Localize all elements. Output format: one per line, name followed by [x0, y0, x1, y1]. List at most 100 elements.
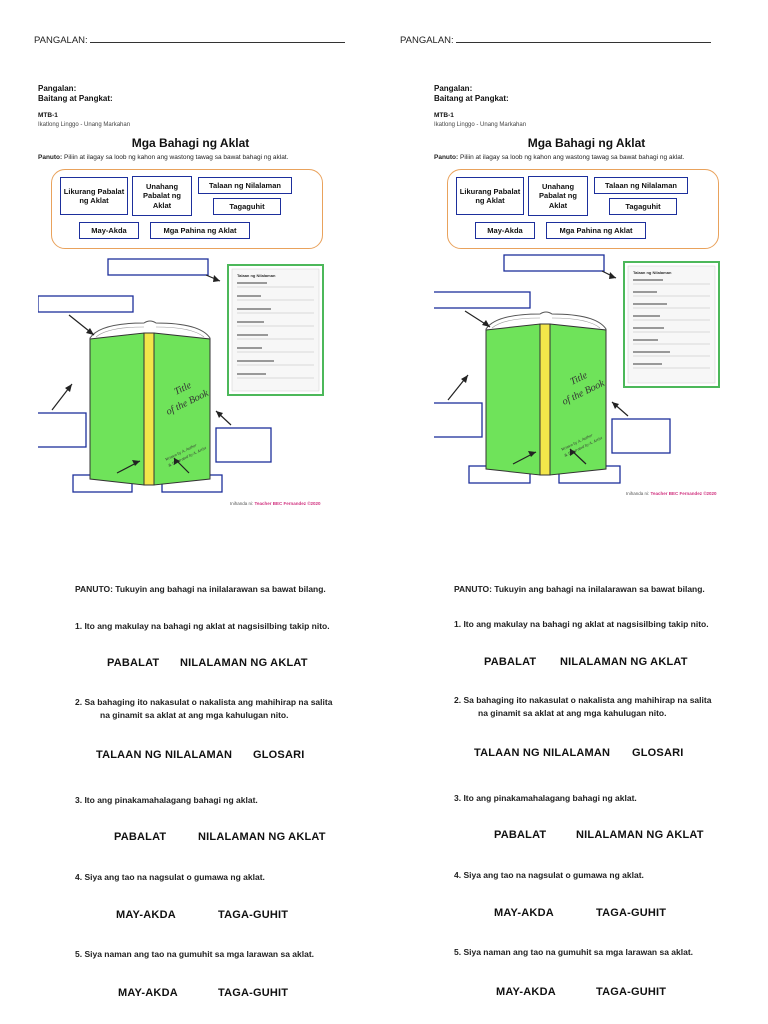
- q1-option-2[interactable]: NILALAMAN NG AKLAT: [560, 656, 688, 668]
- q2-option-1[interactable]: TALAAN NG NILALAMAN: [474, 747, 611, 759]
- book-spine: [143, 332, 155, 486]
- q1-option-1[interactable]: PABALAT: [484, 656, 537, 668]
- word-bank: Likurang Pabalat ng Aklat Unahang Pabala…: [447, 169, 719, 249]
- question-2-line-1: 2. Sa bahaging ito nakasulat o nakalista…: [75, 697, 333, 707]
- q2-option-2[interactable]: GLOSARI: [253, 749, 305, 761]
- question-3: 3. Ito ang pinakamahalagang bahagi ng ak…: [454, 793, 637, 803]
- front-cover: [153, 332, 211, 486]
- name-label: Pangalan:: [38, 84, 77, 93]
- word-bank: Likurang Pabalat ng Aklat Unahang Pabala…: [51, 169, 323, 249]
- word-unahang-pabalat[interactable]: Unahang Pabalat ng Aklat: [132, 176, 192, 216]
- worksheet-title: Mga Bahagi ng Aklat: [131, 136, 250, 150]
- q2-option-2[interactable]: GLOSARI: [632, 747, 684, 759]
- book-diagram: Talaan ng Nilalaman: [38, 258, 324, 493]
- instruction-label: Panuto:: [38, 154, 63, 161]
- question-4: 4. Siya ang tao na nagsulat o gumawa ng …: [75, 872, 265, 882]
- book-spine: [539, 323, 551, 476]
- book-diagram: Talaan ng Nilalaman: [434, 254, 720, 484]
- subject-label: MTB-1: [38, 112, 58, 119]
- q3-option-1[interactable]: PABALAT: [114, 831, 167, 843]
- name-label: Pangalan:: [434, 84, 473, 93]
- answer-box-front-cover[interactable]: [215, 427, 272, 463]
- answer-box-back-cover[interactable]: [434, 402, 483, 438]
- q5-option-1[interactable]: MAY-AKDA: [118, 987, 178, 999]
- grade-label: Baitang at Pangkat:: [38, 94, 113, 103]
- left-copy: PANGALAN: Pangalan: Baitang at Pangkat: …: [34, 34, 345, 999]
- q5-option-1[interactable]: MAY-AKDA: [496, 986, 556, 998]
- worksheet-instruction: Panuto: Piliin at ilagay sa loob ng kaho…: [38, 154, 288, 161]
- credit-prefix: Inihanda ni:: [230, 501, 254, 506]
- word-may-akda[interactable]: May-Akda: [475, 222, 535, 239]
- pangalan-blank[interactable]: [455, 34, 711, 43]
- credit-name: Teacher BEC Fernandez ©2020: [650, 491, 717, 496]
- word-unahang-pabalat[interactable]: Unahang Pabalat ng Aklat: [528, 176, 588, 216]
- instruction-text: Piliin at ilagay sa loob ng kahon ang wa…: [64, 154, 289, 161]
- pangalan-line: PANGALAN:: [34, 34, 345, 46]
- q4-option-2[interactable]: TAGA-GUHIT: [218, 909, 289, 921]
- q1-option-1[interactable]: PABALAT: [107, 657, 160, 669]
- toc-title: Talaan ng Nilalaman: [633, 270, 672, 275]
- question-3: 3. Ito ang pinakamahalagang bahagi ng ak…: [75, 795, 258, 805]
- toc-title: Talaan ng Nilalaman: [237, 273, 276, 278]
- book-illustration: Title of the Book Written by A. Author &…: [485, 311, 607, 476]
- word-talaan-ng-nilalaman[interactable]: Talaan ng Nilalaman: [198, 177, 292, 194]
- instruction-text: Piliin at ilagay sa loob ng kahon ang wa…: [460, 154, 685, 161]
- week-label: Ikatlong Linggo - Unang Markahan: [434, 122, 527, 128]
- grade-label: Baitang at Pangkat:: [434, 94, 509, 103]
- answer-box-toc[interactable]: [503, 254, 605, 272]
- pangalan-label: PANGALAN:: [34, 35, 88, 46]
- q2-option-1[interactable]: TALAAN NG NILALAMAN: [96, 749, 233, 761]
- answer-box-pages[interactable]: [38, 295, 134, 313]
- q3-option-1[interactable]: PABALAT: [494, 829, 547, 841]
- credit-line: Inihanda ni: Teacher BEC Fernandez ©2020: [230, 501, 321, 506]
- quiz-instruction: PANUTO: Tukuyin ang bahagi na inilalaraw…: [75, 584, 326, 594]
- week-label: Ikatlong Linggo - Unang Markahan: [38, 122, 131, 128]
- question-4: 4. Siya ang tao na nagsulat o gumawa ng …: [454, 870, 644, 880]
- q5-option-2[interactable]: TAGA-GUHIT: [218, 987, 289, 999]
- toc-page: Talaan ng Nilalaman: [227, 264, 324, 396]
- word-tagaguhit[interactable]: Tagaguhit: [213, 198, 281, 215]
- quiz-instruction: PANUTO: Tukuyin ang bahagi na inilalaraw…: [454, 584, 705, 594]
- worksheet-title: Mga Bahagi ng Aklat: [527, 136, 646, 150]
- question-2-line-1: 2. Sa bahaging ito nakasulat o nakalista…: [454, 695, 712, 705]
- word-mga-pahina[interactable]: Mga Pahina ng Aklat: [150, 222, 250, 239]
- toc-page: Talaan ng Nilalaman: [623, 261, 720, 388]
- word-talaan-ng-nilalaman[interactable]: Talaan ng Nilalaman: [594, 177, 688, 194]
- front-cover: [549, 323, 607, 476]
- credit-name: Teacher BEC Fernandez ©2020: [254, 501, 321, 506]
- question-1: 1. Ito ang makulay na bahagi ng aklat at…: [454, 619, 709, 629]
- question-2-line-2: na ginamit sa aklat at ang mga kahulugan…: [478, 708, 667, 718]
- word-tagaguhit[interactable]: Tagaguhit: [609, 198, 677, 215]
- question-1: 1. Ito ang makulay na bahagi ng aklat at…: [75, 621, 330, 631]
- q4-option-1[interactable]: MAY-AKDA: [494, 907, 554, 919]
- worksheet: Pangalan: Baitang at Pangkat: MTB-1 Ikat…: [38, 78, 343, 518]
- worksheet: Pangalan: Baitang at Pangkat: MTB-1 Ikat…: [434, 78, 739, 518]
- right-copy: PANGALAN: Pangalan: Baitang at Pangkat: …: [384, 0, 768, 1024]
- instruction-label: Panuto:: [434, 154, 459, 161]
- question-2-line-2: na ginamit sa aklat at ang mga kahulugan…: [100, 710, 289, 720]
- credit-line: Inihanda ni: Teacher BEC Fernandez ©2020: [626, 491, 717, 496]
- pangalan-blank[interactable]: [89, 34, 345, 43]
- subject-label: MTB-1: [434, 112, 454, 119]
- word-likurang-pabalat[interactable]: Likurang Pabalat ng Aklat: [60, 177, 128, 215]
- worksheet-instruction: Panuto: Piliin at ilagay sa loob ng kaho…: [434, 154, 684, 161]
- credit-prefix: Inihanda ni:: [626, 491, 650, 496]
- word-mga-pahina[interactable]: Mga Pahina ng Aklat: [546, 222, 646, 239]
- question-5: 5. Siya naman ang tao na gumuhit sa mga …: [75, 949, 315, 959]
- q1-option-2[interactable]: NILALAMAN NG AKLAT: [180, 657, 308, 669]
- q4-option-2[interactable]: TAGA-GUHIT: [596, 907, 667, 919]
- q5-option-2[interactable]: TAGA-GUHIT: [596, 986, 667, 998]
- answer-box-pages[interactable]: [434, 291, 531, 309]
- pangalan-label: PANGALAN:: [400, 35, 454, 46]
- word-may-akda[interactable]: May-Akda: [79, 222, 139, 239]
- answer-box-back-cover[interactable]: [38, 412, 87, 448]
- pangalan-line: PANGALAN:: [400, 34, 711, 46]
- word-likurang-pabalat[interactable]: Likurang Pabalat ng Aklat: [456, 177, 524, 215]
- question-5: 5. Siya naman ang tao na gumuhit sa mga …: [454, 947, 694, 957]
- book-illustration: Title of the Book Written by A. Author &…: [89, 320, 211, 486]
- q3-option-2[interactable]: NILALAMAN NG AKLAT: [198, 831, 326, 843]
- answer-box-toc[interactable]: [107, 258, 209, 276]
- q4-option-1[interactable]: MAY-AKDA: [116, 909, 176, 921]
- q3-option-2[interactable]: NILALAMAN NG AKLAT: [576, 829, 704, 841]
- answer-box-front-cover[interactable]: [611, 418, 671, 454]
